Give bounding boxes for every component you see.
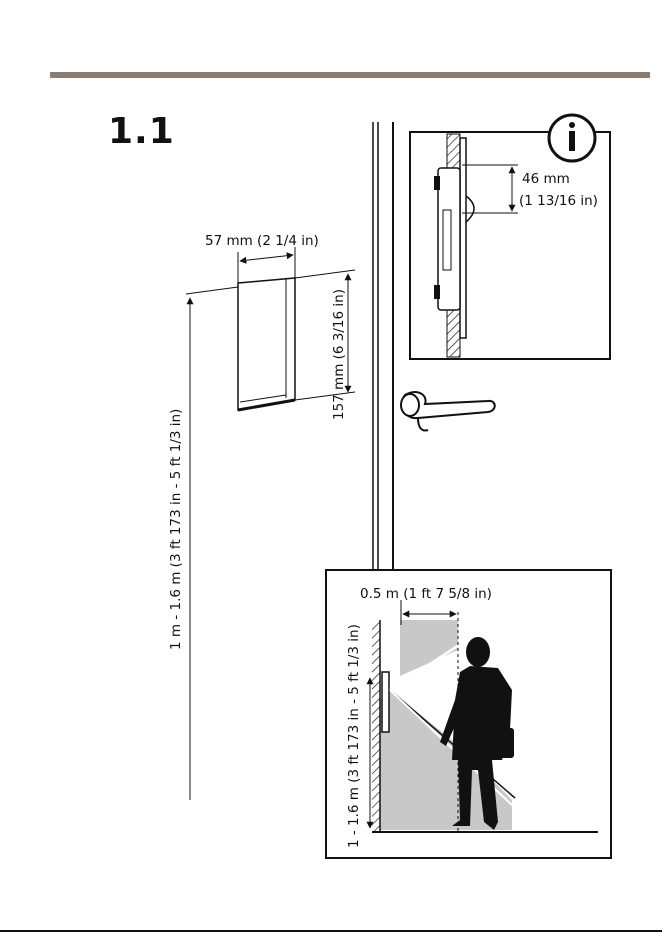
info-icon [549, 115, 595, 161]
height-label: 157 mm (6 3/16 in) [331, 289, 347, 420]
wall-edge [373, 122, 393, 570]
mount-height-dimension: 1 m - 1.6 m (3 ft 173 in - 5 ft 1/3 in) [168, 287, 238, 800]
detail-box: 46 mm (1 13/16 in) [410, 132, 610, 359]
width-dimension: 57 mm (2 1/4 in) [205, 233, 319, 283]
mount-height-label: 1 m - 1.6 m (3 ft 173 in - 5 ft 1/3 in) [168, 409, 184, 650]
distance-label: 0.5 m (1 ft 7 5/8 in) [360, 586, 492, 602]
person-mount-height-label: 1 - 1.6 m (3 ft 173 in - 5 ft 1/3 in) [346, 624, 362, 848]
device-cutout [238, 278, 295, 410]
detail-offset-mm: 46 mm [522, 171, 570, 187]
height-dimension: 157 mm (6 3/16 in) [295, 270, 355, 420]
door-handle-icon [401, 392, 495, 430]
detail-offset-in: (1 13/16 in) [519, 193, 598, 209]
width-label: 57 mm (2 1/4 in) [205, 233, 319, 249]
